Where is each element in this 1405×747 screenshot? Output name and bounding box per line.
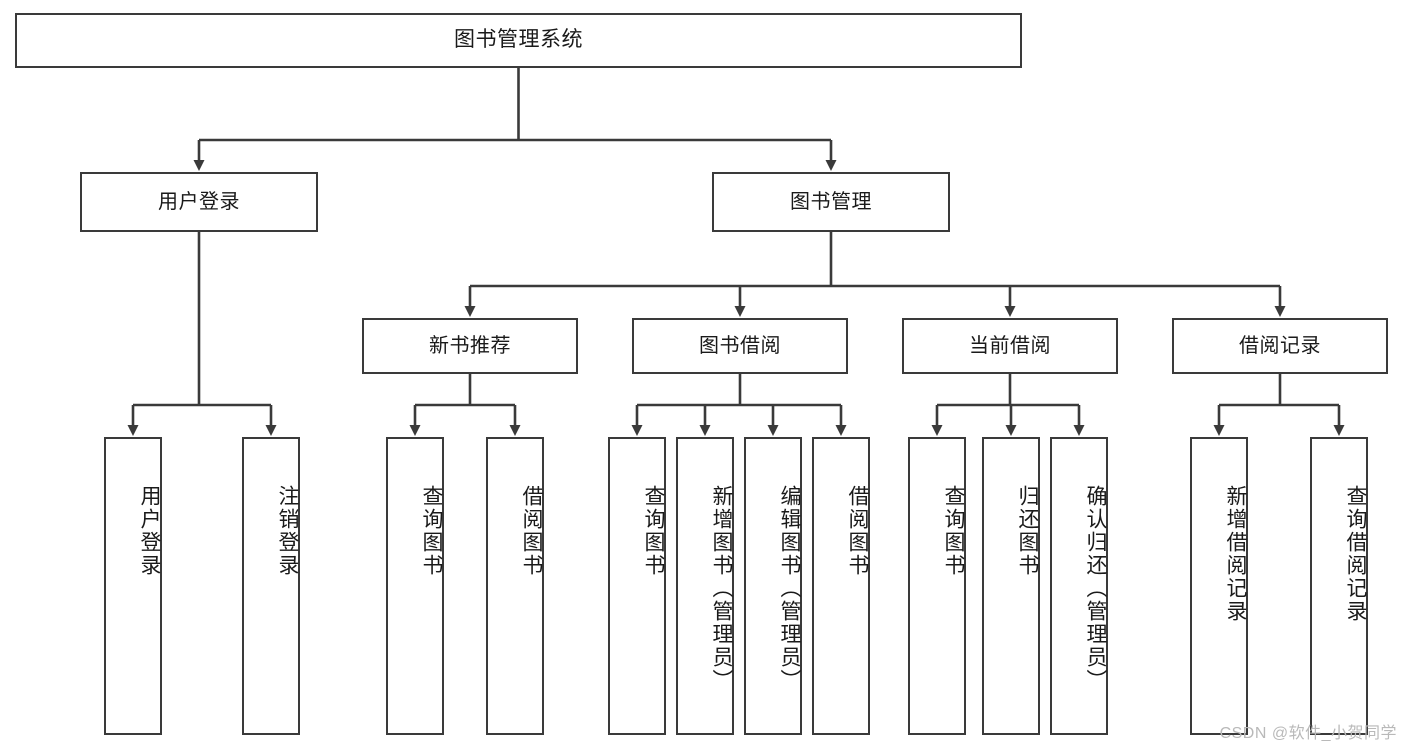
node-label: 新增借阅记录	[1224, 485, 1247, 623]
node-login: 用户登录	[80, 172, 318, 232]
node-label: 查询借阅记录	[1344, 485, 1367, 623]
node-root: 图书管理系统	[15, 13, 1022, 68]
node-l-cu-query: 查询图书	[908, 437, 966, 735]
node-newbook: 新书推荐	[362, 318, 578, 374]
node-bookmgmt: 图书管理	[712, 172, 950, 232]
node-label: 图书借阅	[699, 334, 781, 357]
node-l-bw-edit: 编辑图书（管理员）	[744, 437, 802, 735]
node-current: 当前借阅	[902, 318, 1118, 374]
node-label: 借阅记录	[1239, 334, 1321, 357]
node-l-logout: 注销登录	[242, 437, 300, 735]
node-label: 查询图书	[420, 485, 443, 577]
node-label: 借阅图书	[520, 485, 543, 577]
node-l-bw-borrow: 借阅图书	[812, 437, 870, 735]
node-l-cu-return: 归还图书	[982, 437, 1040, 735]
node-l-nb-query: 查询图书	[386, 437, 444, 735]
node-records: 借阅记录	[1172, 318, 1388, 374]
node-label: 新书推荐	[429, 334, 511, 357]
node-label: 图书管理	[790, 190, 872, 213]
node-label: 用户登录	[138, 485, 161, 577]
node-label: 归还图书	[1016, 485, 1039, 577]
node-l-bw-add: 新增图书（管理员）	[676, 437, 734, 735]
node-l-nb-borrow: 借阅图书	[486, 437, 544, 735]
node-label: 新增图书（管理员）	[710, 485, 733, 692]
node-label: 编辑图书（管理员）	[778, 485, 801, 692]
node-borrow: 图书借阅	[632, 318, 848, 374]
node-label: 用户登录	[158, 190, 240, 213]
watermark: CSDN @软件_小贺同学	[1219, 725, 1397, 742]
node-label: 查询图书	[942, 485, 965, 577]
node-l-cu-ok: 确认归还（管理员）	[1050, 437, 1108, 735]
node-label: 查询图书	[642, 485, 665, 577]
node-l-rc-add: 新增借阅记录	[1190, 437, 1248, 735]
node-label: 当前借阅	[969, 334, 1051, 357]
node-l-rc-query: 查询借阅记录	[1310, 437, 1368, 735]
node-label: 确认归还（管理员）	[1084, 485, 1107, 692]
node-label: 借阅图书	[846, 485, 869, 577]
node-label: 图书管理系统	[454, 28, 583, 52]
node-l-bw-query: 查询图书	[608, 437, 666, 735]
node-l-login: 用户登录	[104, 437, 162, 735]
node-label: 注销登录	[276, 485, 299, 577]
